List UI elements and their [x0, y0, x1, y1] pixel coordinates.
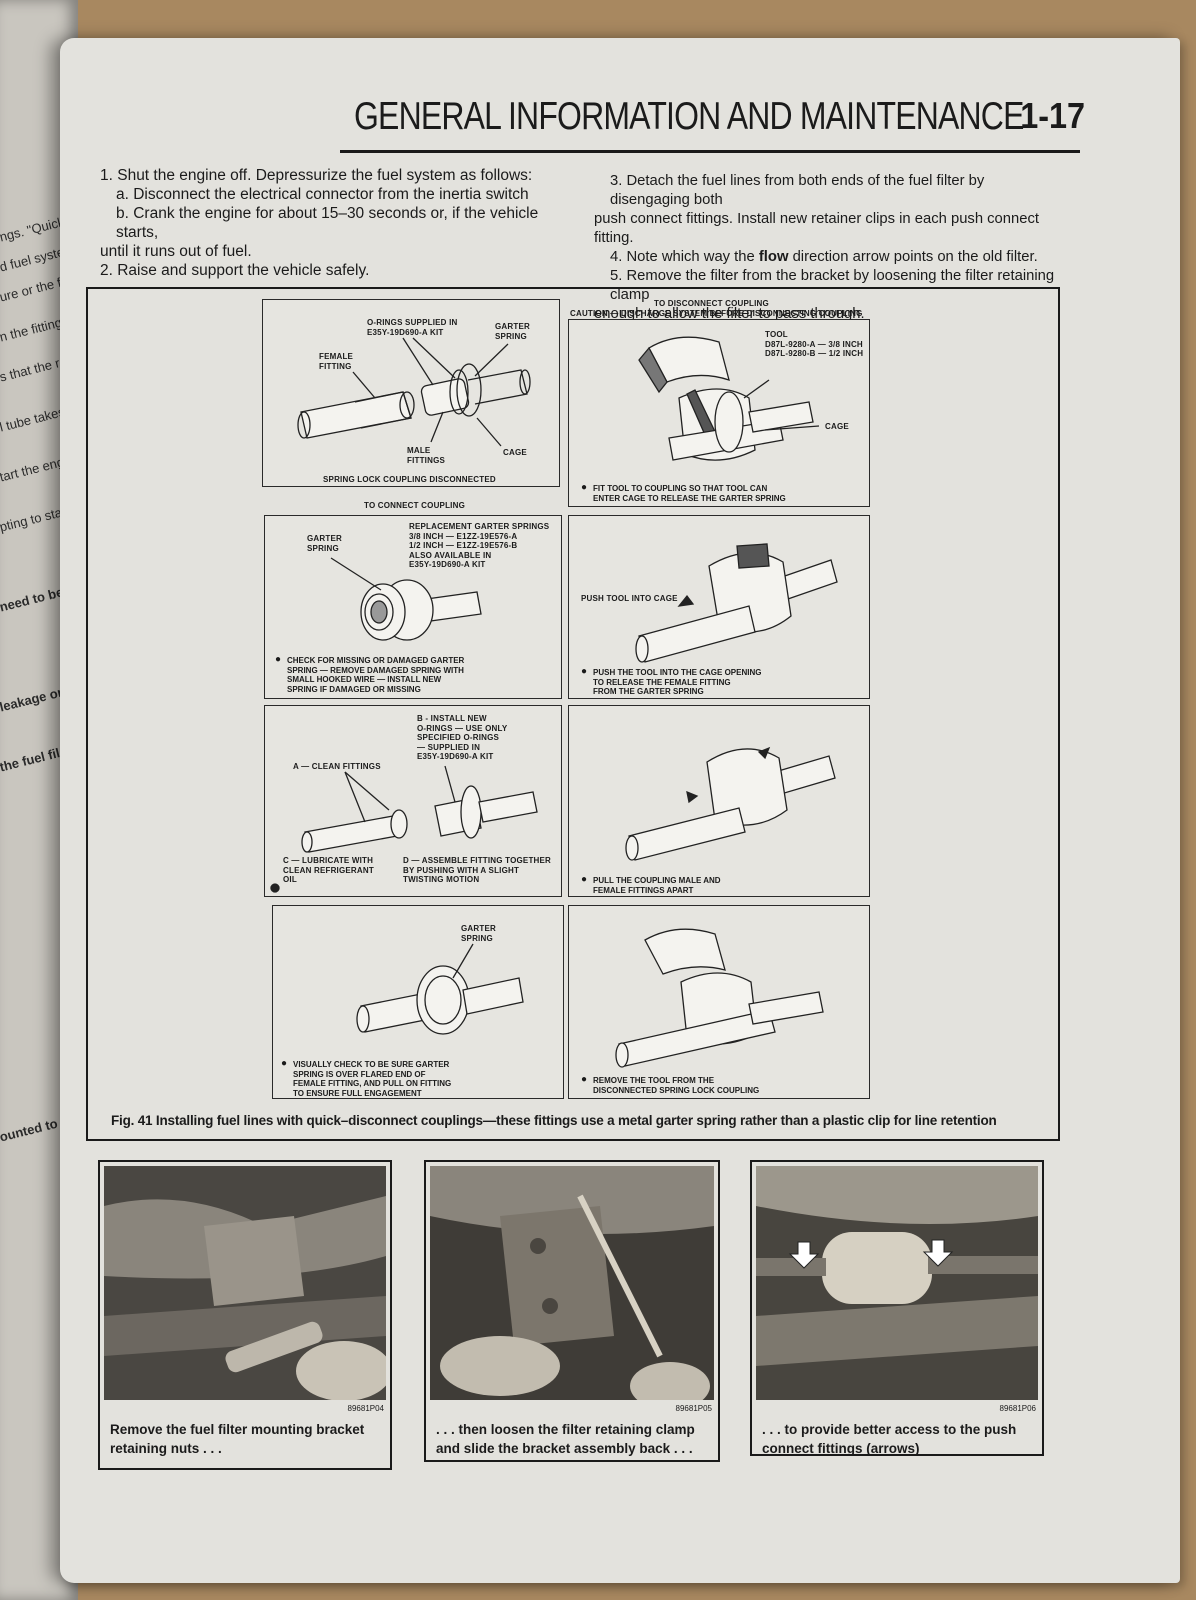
- label-a-clean-fittings: A — CLEAN FITTINGS: [293, 762, 381, 771]
- step-1b: b. Crank the engine for about 15–30 seco…: [116, 205, 539, 241]
- photo-1-image: [104, 1166, 386, 1400]
- push-tool-illustration: [635, 543, 838, 663]
- visual-check-illustration: [356, 943, 524, 1035]
- page-header: GENERAL INFORMATION AND MAINTENANCE 1-17: [340, 60, 1085, 153]
- photo-code: 89681P05: [675, 1404, 712, 1413]
- label-o-rings: O-RINGS SUPPLIED IN E35Y-19D690-A KIT: [367, 318, 458, 337]
- right-column-text: 3. Detach the fuel lines from both ends …: [594, 172, 1064, 324]
- panel-check-garter-spring: GARTER SPRING REPLACEMENT GARTER SPRINGS…: [264, 515, 562, 699]
- step-4-text: 4. Note which way the: [610, 249, 759, 265]
- label-tool: TOOL D87L-9280-A — 3/8 INCH D87L-9280-B …: [765, 330, 864, 358]
- step-4: 4. Note which way the flow direction arr…: [594, 248, 1064, 267]
- garter-spring-check-illustration: [330, 557, 482, 641]
- photo-2-box: 89681P05 . . . then loosen the filter re…: [424, 1160, 720, 1462]
- photo-remove-bracket-nuts: [104, 1166, 386, 1400]
- label-c-lubricate: C — LUBRICATE WITH CLEAN REFRIGERANT OIL: [283, 856, 374, 884]
- panel-caption: CHECK FOR MISSING OR DAMAGED GARTER SPRI…: [275, 655, 464, 694]
- photo-caption-line: . . . then loosen the filter retaining c…: [436, 1422, 695, 1437]
- label-garter-spring: GARTER SPRING: [495, 322, 530, 341]
- step-2: 2. Raise and support the vehicle safely.: [100, 262, 370, 279]
- photo-caption-line: and slide the bracket assembly back . . …: [436, 1441, 693, 1456]
- photo-code: 89681P06: [999, 1404, 1036, 1413]
- connect-heading: TO CONNECT COUPLING: [364, 501, 465, 510]
- figure-caption: Fig. 41 Installing fuel lines with quick…: [111, 1113, 997, 1128]
- step-1b-cont: until it runs out of fuel.: [100, 243, 252, 260]
- label-b-install-orings: B - INSTALL NEW O-RINGS — USE ONLY SPECI…: [417, 714, 508, 761]
- panel-spring-lock-disconnected: O-RINGS SUPPLIED IN E35Y-19D690-A KIT GA…: [262, 299, 560, 487]
- label-garter-spring: GARTER SPRING: [461, 924, 496, 943]
- step-5-cont: enough to allow the filter to pass throu…: [594, 306, 865, 322]
- label-cage: CAGE: [825, 422, 849, 431]
- disconnect-caution: CAUTION — DISCHARGE SYSTEM BEFORE DISCON…: [570, 309, 863, 318]
- panel-pull-apart: PULL THE COUPLING MALE AND FEMALE FITTIN…: [568, 705, 870, 897]
- photo-code: 89681P04: [347, 1404, 384, 1413]
- photo-caption-line: retaining nuts . . .: [110, 1441, 222, 1456]
- step-1: 1. Shut the engine off. Depressurize the…: [100, 167, 533, 184]
- disconnect-heading: TO DISCONNECT COUPLING: [654, 299, 769, 308]
- page-number: 1-17: [1020, 95, 1085, 136]
- photo-3-image: [756, 1166, 1038, 1400]
- panel-caption: VISUALLY CHECK TO BE SURE GARTER SPRING …: [281, 1059, 451, 1098]
- label-cage: CAGE: [503, 448, 527, 457]
- photo-caption-line: Remove the fuel filter mounting bracket: [110, 1422, 365, 1437]
- photo-caption: . . . to provide better access to the pu…: [762, 1420, 1016, 1458]
- step-5: 5. Remove the filter from the bracket by…: [610, 268, 1055, 303]
- panel-caption: PUSH THE TOOL INTO THE CAGE OPENING TO R…: [581, 667, 762, 697]
- step-3-cont: push connect fittings. Install new retai…: [594, 211, 1039, 246]
- step-4-text-end: direction arrow points on the old filter…: [788, 249, 1038, 265]
- label-female-fitting: FEMALE FITTING: [319, 352, 354, 371]
- panel-caption: SPRING LOCK COUPLING DISCONNECTED: [323, 475, 496, 484]
- remove-tool-illustration: [615, 928, 824, 1068]
- step-1a: a. Disconnect the electrical connector f…: [116, 186, 529, 203]
- tool-on-coupling-illustration: [638, 336, 820, 461]
- section-title: GENERAL INFORMATION AND MAINTENANCE: [354, 95, 1024, 138]
- step-3: 3. Detach the fuel lines from both ends …: [610, 173, 985, 208]
- label-d-assemble: D — ASSEMBLE FITTING TOGETHER BY PUSHING…: [403, 856, 552, 884]
- coupling-disconnected-illustration: [297, 337, 531, 447]
- panel-assemble-fitting: B - INSTALL NEW O-RINGS — USE ONLY SPECI…: [264, 705, 562, 897]
- panel-caption: REMOVE THE TOOL FROM THE DISCONNECTED SP…: [581, 1075, 759, 1095]
- panel-visual-check: GARTER SPRING VISUALLY CHECK TO BE SURE …: [272, 905, 564, 1099]
- label-replacement-springs: REPLACEMENT GARTER SPRINGS 3/8 INCH — E1…: [409, 522, 550, 569]
- panel-caption: PULL THE COUPLING MALE AND FEMALE FITTIN…: [581, 875, 721, 895]
- panel-push-tool: PUSH TOOL INTO CAGE PUSH THE TOOL INTO T…: [568, 515, 870, 699]
- label-male-fittings: MALE FITTINGS: [407, 446, 446, 465]
- pull-apart-illustration: [625, 746, 836, 861]
- left-column-text: 1. Shut the engine off. Depressurize the…: [100, 166, 570, 280]
- panel-fit-tool: TOOL D87L-9280-A — 3/8 INCH D87L-9280-B …: [568, 319, 870, 507]
- step-4-bold: flow: [758, 249, 789, 265]
- photo-3-box: 89681P06 . . . to provide better access …: [750, 1160, 1044, 1456]
- figure-41: O-RINGS SUPPLIED IN E35Y-19D690-A KIT GA…: [86, 287, 1060, 1395]
- assemble-fitting-illustration: [270, 765, 538, 893]
- label-garter-spring: GARTER SPRING: [307, 534, 342, 553]
- photo-2-image: [430, 1166, 714, 1400]
- panel-caption: FIT TOOL TO COUPLING SO THAT TOOL CAN EN…: [581, 483, 786, 503]
- photo-loosen-clamp: [430, 1166, 714, 1400]
- photo-push-connect-fittings: [756, 1166, 1038, 1400]
- panel-remove-tool: REMOVE THE TOOL FROM THE DISCONNECTED SP…: [568, 905, 870, 1099]
- label-push-tool: PUSH TOOL INTO CAGE: [581, 594, 678, 603]
- photo-caption: Remove the fuel filter mounting bracket …: [110, 1420, 364, 1458]
- photo-caption-line: . . . to provide better access to the pu…: [762, 1422, 1017, 1437]
- photo-caption: . . . then loosen the filter retaining c…: [436, 1420, 695, 1458]
- photo-1-box: 89681P04 Remove the fuel filter mounting…: [98, 1160, 392, 1470]
- photo-caption-line: connect fittings (arrows): [762, 1441, 920, 1456]
